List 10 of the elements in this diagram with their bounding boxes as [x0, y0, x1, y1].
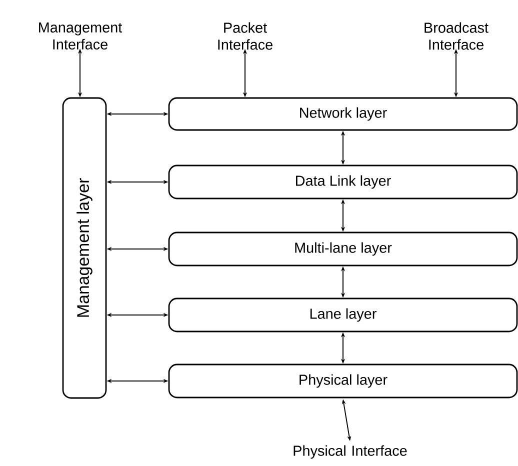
- interface-label: Packet Interface: [218, 22, 272, 50]
- layer-box: Network layer: [168, 97, 518, 131]
- interface-label: Broadcast Interface: [424, 22, 488, 50]
- layer-box: Lane layer: [168, 298, 518, 332]
- layer-box: Data Link layer: [168, 164, 518, 200]
- interface-label: Management Interface: [39, 22, 122, 50]
- layer-box: Physical layer: [168, 364, 518, 398]
- interface-label: Physical Interface: [294, 445, 407, 459]
- layer-box: Multi-lane layer: [168, 232, 518, 266]
- layer-box: Management layer: [62, 97, 107, 399]
